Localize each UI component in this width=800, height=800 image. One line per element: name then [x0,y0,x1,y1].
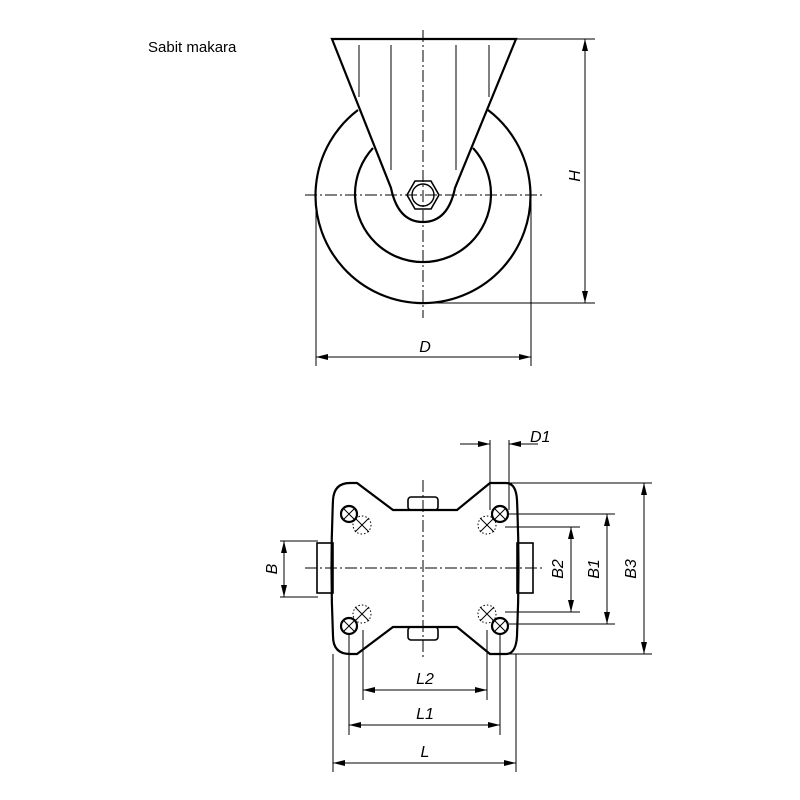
label-b3: B3 [623,559,640,579]
side-view: H D [305,30,595,366]
label-l1: L1 [416,706,434,723]
wheel-hub [353,147,493,264]
label-l: L [421,744,430,761]
label-b: B [264,563,281,574]
plate-outline [330,481,520,656]
label-b1: B1 [586,559,603,579]
drawing-caption: Sabit makara [148,39,237,56]
label-d1: D1 [530,429,550,446]
axle-nut [406,180,440,210]
label-d: D [419,339,431,356]
bottom-view: D1 B B2 B1 B3 L2 L1 L [264,429,652,772]
label-b2: B2 [550,559,567,579]
mounting-holes [339,504,510,636]
label-l2: L2 [416,671,434,688]
label-h: H [567,170,584,182]
